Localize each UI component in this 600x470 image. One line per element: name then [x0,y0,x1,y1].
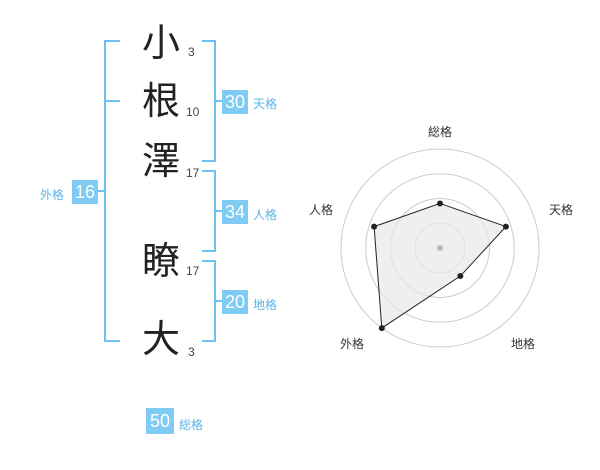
gaikaku-bracket-tick [104,100,120,102]
soukaku-label: 総格 [179,418,204,432]
tenkaku-bracket-tick [214,100,222,102]
radar-axis-label-soukaku: 総格 [428,125,453,139]
gaikaku-bracket-tick-center [96,190,106,192]
radar-polygon [373,202,507,329]
name-char-4: 瞭 [142,239,181,283]
chikaku-bracket-tick [214,300,222,302]
name-char-5: 大 [142,317,181,361]
radar-point [437,200,443,207]
radar-point [371,223,378,230]
radar-ring [340,148,540,348]
chikaku-value: 20 [222,290,248,314]
radar-point [378,325,385,332]
radar-axis-label-gaikaku: 外格 [340,337,365,351]
stroke-count-3: 17 [186,166,200,180]
radar-axis-label-jinkaku: 人格 [309,203,334,217]
name-char-2: 根 [142,79,181,123]
name-char-3: 澤 [142,139,181,183]
stroke-count-2: 10 [186,105,200,119]
radar-center-dot [437,245,443,251]
jinkaku-bracket-tick [214,210,222,212]
stroke-count-4: 17 [186,264,200,278]
radar-axis-label-tenkaku: 天格 [549,203,574,217]
stroke-count-1: 3 [188,45,195,59]
chikaku-label: 地格 [253,298,278,312]
jinkaku-label: 人格 [253,208,278,222]
radar-ring [365,173,515,323]
gaikaku-label: 外格 [40,188,65,202]
name-char-1: 小 [142,21,181,65]
radar-point [457,273,464,280]
jinkaku-value: 34 [222,200,248,224]
radar-point [502,223,509,230]
stroke-count-5: 3 [188,345,195,359]
gaikaku-value: 16 [72,180,98,204]
soukaku-value: 50 [146,408,174,434]
tenkaku-label: 天格 [253,97,278,111]
tenkaku-value: 30 [222,90,248,114]
radar-axis-label-chikaku: 地格 [511,337,536,351]
